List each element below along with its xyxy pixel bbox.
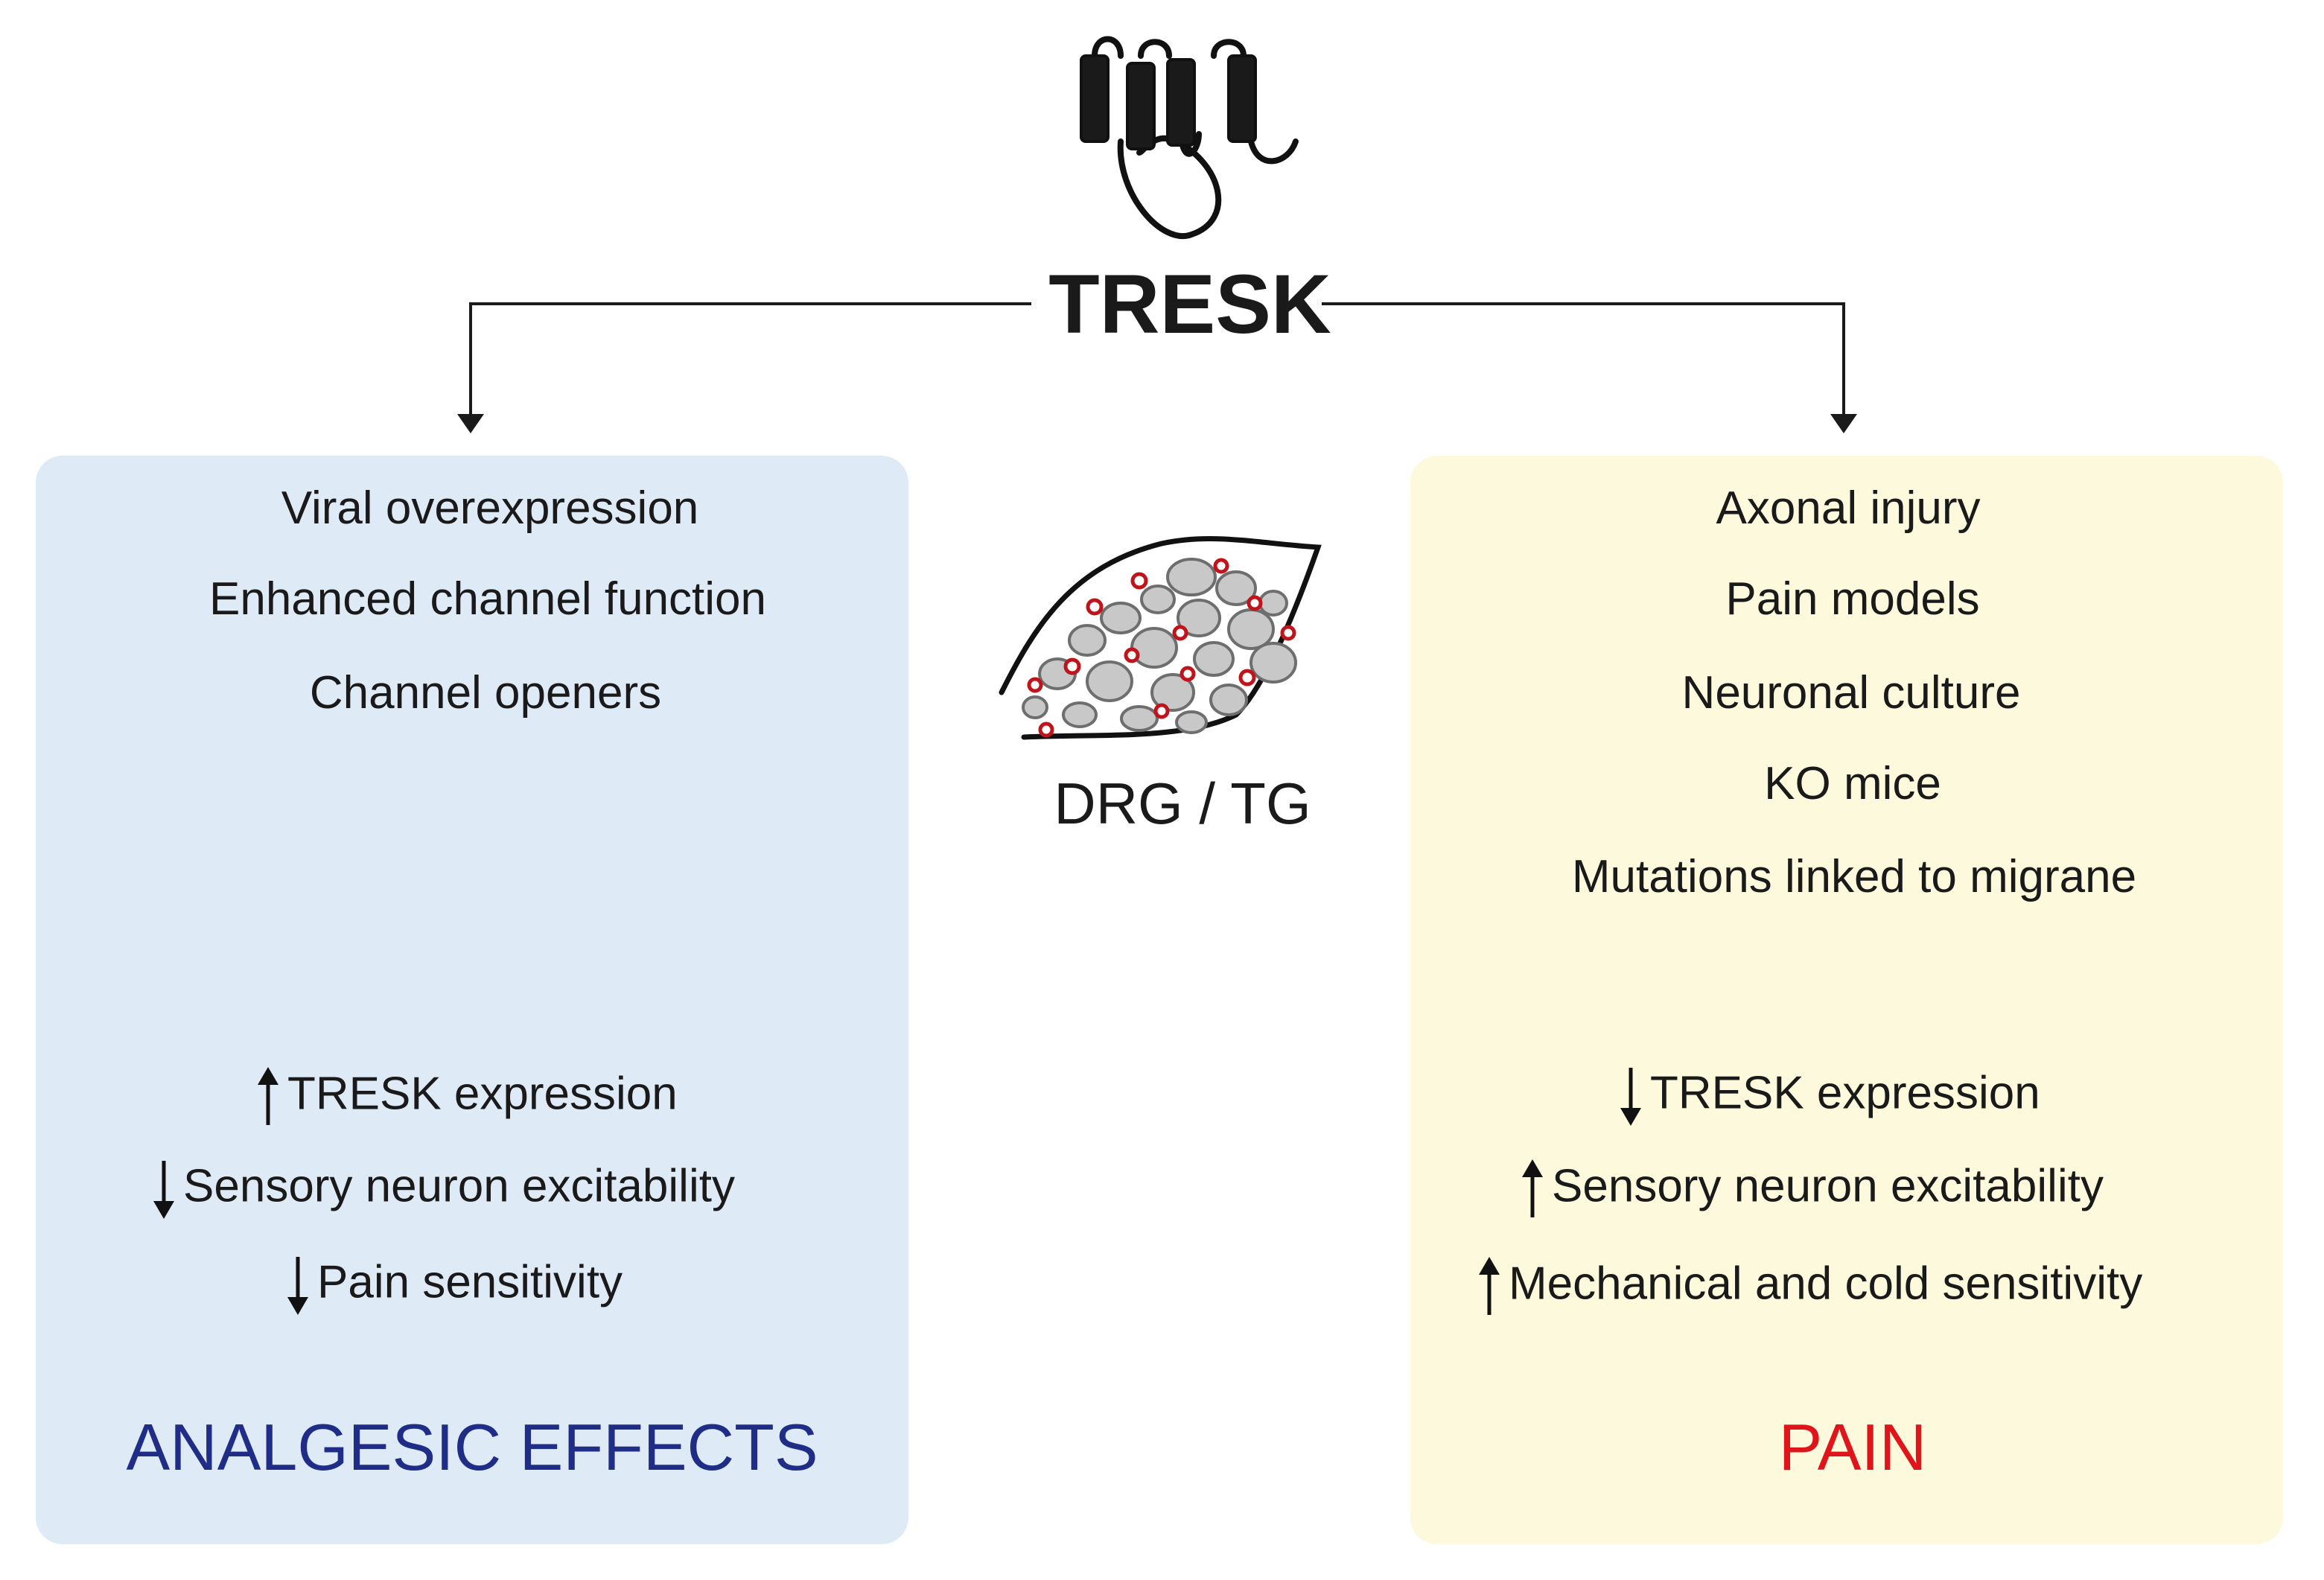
drg-tissue-icon <box>999 536 1322 740</box>
right-effect-1: TRESK expression <box>1616 1066 2040 1126</box>
branch-right-connector <box>1322 302 1845 426</box>
left-effect-3-text: Pain sensitivity <box>317 1256 623 1308</box>
analgesic-panel <box>36 456 908 1544</box>
up-arrow-icon <box>258 1067 278 1125</box>
up-arrow-icon <box>1522 1159 1543 1217</box>
left-cause-2: Enhanced channel function <box>208 573 767 625</box>
right-effect-1-text: TRESK expression <box>1650 1067 2040 1119</box>
left-effect-1: TRESK expression <box>253 1067 678 1127</box>
right-cause-2: Pain models <box>1725 573 1980 625</box>
left-cause-3: Channel openers <box>309 667 662 719</box>
branch-right-arrowhead <box>1830 414 1857 433</box>
down-arrow-icon <box>287 1257 308 1315</box>
right-effect-3-text: Mechanical and cold sensitivity <box>1509 1258 2143 1310</box>
tresk-channel-icon <box>1080 36 1299 239</box>
left-effect-2: Sensory neuron excitability <box>149 1159 735 1219</box>
branch-left-arrowhead <box>457 414 484 433</box>
tissue-label: DRG / TG <box>1054 771 1311 836</box>
right-outcome-label: PAIN <box>1778 1410 1927 1484</box>
right-cause-3: Neuronal culture <box>1681 667 2021 719</box>
right-effect-2: Sensory neuron excitability <box>1518 1159 2104 1219</box>
down-arrow-icon <box>1620 1068 1641 1126</box>
left-outcome-label: ANALGESIC EFFECTS <box>126 1410 818 1484</box>
right-effect-3: Mechanical and cold sensitivity <box>1474 1257 2142 1316</box>
branch-left-connector <box>469 302 1031 426</box>
down-arrow-icon <box>153 1161 174 1219</box>
right-cause-5: Mutations linked to migrane <box>1571 851 2137 902</box>
left-effect-3: Pain sensitivity <box>283 1255 623 1315</box>
left-cause-1: Viral overexpression <box>281 482 699 534</box>
left-effect-1-text: TRESK expression <box>287 1068 678 1120</box>
right-cause-1: Axonal injury <box>1716 482 1981 534</box>
right-effect-2-text: Sensory neuron excitability <box>1552 1160 2104 1212</box>
pain-panel <box>1410 456 2283 1544</box>
diagram-title: TRESK <box>1048 258 1331 351</box>
up-arrow-icon <box>1479 1257 1500 1315</box>
left-effect-2-text: Sensory neuron excitability <box>183 1160 735 1212</box>
right-cause-4: KO mice <box>1764 758 1941 809</box>
